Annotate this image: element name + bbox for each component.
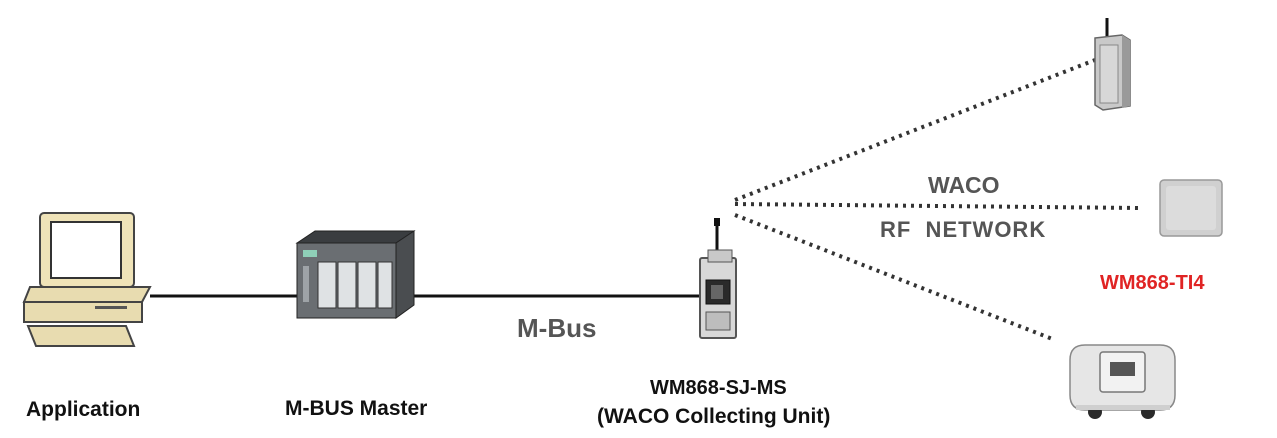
rf-network-label: RF NETWORK: [880, 217, 1047, 242]
wireless-sensor-icon: [1094, 18, 1131, 111]
sensor-model-label: WM868-TI4: [1100, 272, 1205, 294]
rf-link-bottom: [734, 213, 1056, 342]
thermo-sensor-icon: [1159, 179, 1223, 237]
mbus-master-device-icon: [295, 230, 416, 319]
application-label: Application: [26, 398, 141, 421]
rf-link-middle: [734, 202, 1141, 210]
collector-model-label: WM868-SJ-MS: [650, 377, 787, 399]
rf-link-top: [734, 58, 1096, 202]
collecting-unit-icon: [699, 218, 737, 339]
collector-desc-label: (WACO Collecting Unit): [597, 405, 831, 428]
waco-label: WACO: [928, 172, 1000, 198]
mbus-link-label: M-Bus: [517, 313, 597, 343]
meter-sensor-icon: [1069, 344, 1176, 419]
computer-icon: [22, 212, 152, 347]
mbus-master-label: M-BUS Master: [285, 397, 428, 420]
